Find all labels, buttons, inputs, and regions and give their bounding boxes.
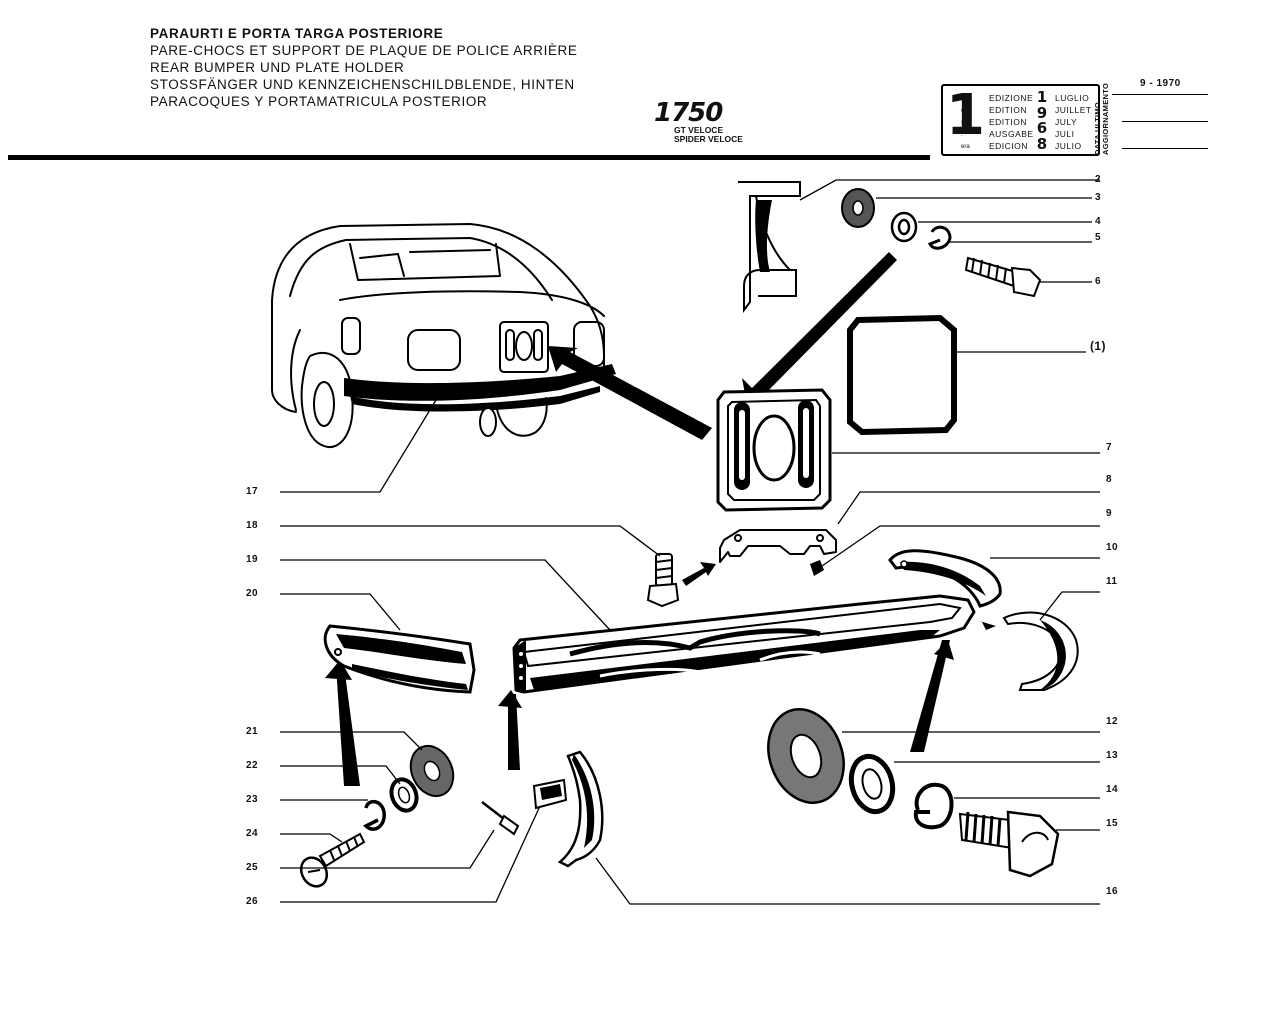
bumper-end-arrow <box>976 620 996 630</box>
update-line <box>1122 148 1208 149</box>
part-20-left-bumper-end <box>323 624 476 694</box>
callout-label: 2 <box>1095 174 1101 185</box>
edition-year-digit: 1 <box>1036 88 1048 106</box>
callout-label: (1) <box>1090 339 1106 353</box>
model-variant-spider: SPIDER VELOCE <box>674 134 743 144</box>
title-german: STOSSFÄNGER UND KENNZEICHENSCHILDBLENDE,… <box>150 77 575 92</box>
callout-label: 14 <box>1106 784 1118 795</box>
part-12-large-washer <box>767 707 845 805</box>
part-19-main-bumper <box>512 594 976 694</box>
title-block: PARAURTI E PORTA TARGA POSTERIORE PARE-C… <box>150 25 578 110</box>
part-18-bolt <box>646 553 716 608</box>
model-block: 1750 GT VELOCE SPIDER VELOCE <box>654 100 743 144</box>
edition-box: 1 a ere st . era EDIZIONE EDITION EDITIO… <box>941 84 1100 156</box>
callout-label: 19 <box>246 554 258 565</box>
callout-label: 11 <box>1106 576 1118 587</box>
edition-year-digit: 9 <box>1036 103 1048 122</box>
edition-year-digit: 6 <box>1036 119 1048 137</box>
title-french: PARE-CHOCS ET SUPPORT DE PLAQUE DE POLIC… <box>150 43 578 58</box>
part-21-rubber-washer <box>409 744 455 798</box>
part-15-bolt <box>958 810 1060 878</box>
title-italian: PARAURTI E PORTA TARGA POSTERIORE <box>150 26 444 41</box>
edition-suffix: . <box>961 132 963 138</box>
edition-label: EDICION <box>989 141 1028 151</box>
edition-month: JUILLET <box>1055 105 1092 115</box>
part-16-bumper-guard <box>557 750 604 868</box>
assembly-arrows <box>325 252 954 786</box>
part-3-washer <box>841 188 875 228</box>
callout-label: 13 <box>1106 750 1118 761</box>
callout-label: 4 <box>1095 216 1101 227</box>
part-8-bracket <box>719 529 837 563</box>
callout-label: 5 <box>1095 232 1101 243</box>
part-10-right-bumper-end <box>888 549 1002 608</box>
update-date: 9 - 1970 <box>1140 78 1181 89</box>
callout-label: 7 <box>1106 442 1112 453</box>
part-26-clip <box>532 778 568 810</box>
model-number: 1750 <box>654 98 723 128</box>
callout-label: 26 <box>246 896 258 907</box>
part-6-screw <box>964 256 1042 298</box>
part-22-flat-washer <box>389 777 419 813</box>
callout-label: 9 <box>1106 508 1112 519</box>
part-4-flat-washer <box>890 211 918 243</box>
part-14-spring-washer <box>913 782 954 830</box>
callout-label: 3 <box>1095 192 1101 203</box>
exhaust-pipe <box>479 407 497 437</box>
callout-label: 21 <box>246 726 258 737</box>
callout-label: 10 <box>1106 542 1118 553</box>
model-variant-gt: GT VELOCE <box>674 125 724 135</box>
update-line <box>1122 121 1208 122</box>
callout-label: 24 <box>246 828 258 839</box>
edition-suffix: st <box>961 120 966 126</box>
edition-label: EDITION <box>989 117 1027 127</box>
callout-label: 25 <box>246 862 258 873</box>
callout-label: 16 <box>1106 886 1118 897</box>
part-1-gasket <box>847 314 957 436</box>
callout-label: 6 <box>1095 276 1101 287</box>
callout-label: 17 <box>246 486 258 497</box>
callout-label: 12 <box>1106 716 1118 727</box>
edition-suffix: a <box>961 96 965 102</box>
edition-number: 1 <box>946 83 985 148</box>
callout-label: 23 <box>246 794 258 805</box>
part-25-rivet <box>481 801 520 836</box>
edition-month: JULIO <box>1055 141 1082 151</box>
title-spanish: PARACOQUES Y PORTAMATRICULA POSTERIOR <box>150 94 488 109</box>
part-9-nut <box>810 560 824 576</box>
car-rear-illustration <box>271 223 605 449</box>
callout-label: 20 <box>246 588 258 599</box>
edition-year-digit: 8 <box>1036 134 1048 153</box>
car-plate-holder <box>499 321 549 373</box>
callout-label: 8 <box>1106 474 1112 485</box>
header-rule <box>8 155 930 160</box>
edition-suffix: era <box>961 144 970 150</box>
part-2-shading <box>755 200 772 272</box>
part-23-spring-washer <box>363 799 386 831</box>
callout-label: 18 <box>246 520 258 531</box>
leader-lines <box>280 179 1100 905</box>
edition-label: AUSGABE <box>989 129 1034 139</box>
part-13-flat-washer <box>848 753 896 815</box>
part-24-screw <box>299 832 366 888</box>
part-5-spring-washer <box>927 225 952 250</box>
title-english: REAR BUMPER UND PLATE HOLDER <box>150 60 405 75</box>
car-rear-bumper <box>344 364 616 412</box>
part-11-curved-trim <box>1002 611 1079 691</box>
edition-month: JULY <box>1055 117 1078 127</box>
part-7-plate-holder <box>716 388 832 512</box>
edition-month: LUGLIO <box>1055 93 1090 103</box>
callout-label: 15 <box>1106 818 1118 829</box>
edition-suffix: ere <box>961 108 970 114</box>
edition-month: JULI <box>1055 129 1075 139</box>
callout-label: 22 <box>246 760 258 771</box>
update-line <box>1112 94 1208 95</box>
edition-label: EDITION <box>989 105 1027 115</box>
edition-year: 1 9 6 8 <box>1035 88 1049 153</box>
edition-label: EDIZIONE <box>989 93 1034 103</box>
